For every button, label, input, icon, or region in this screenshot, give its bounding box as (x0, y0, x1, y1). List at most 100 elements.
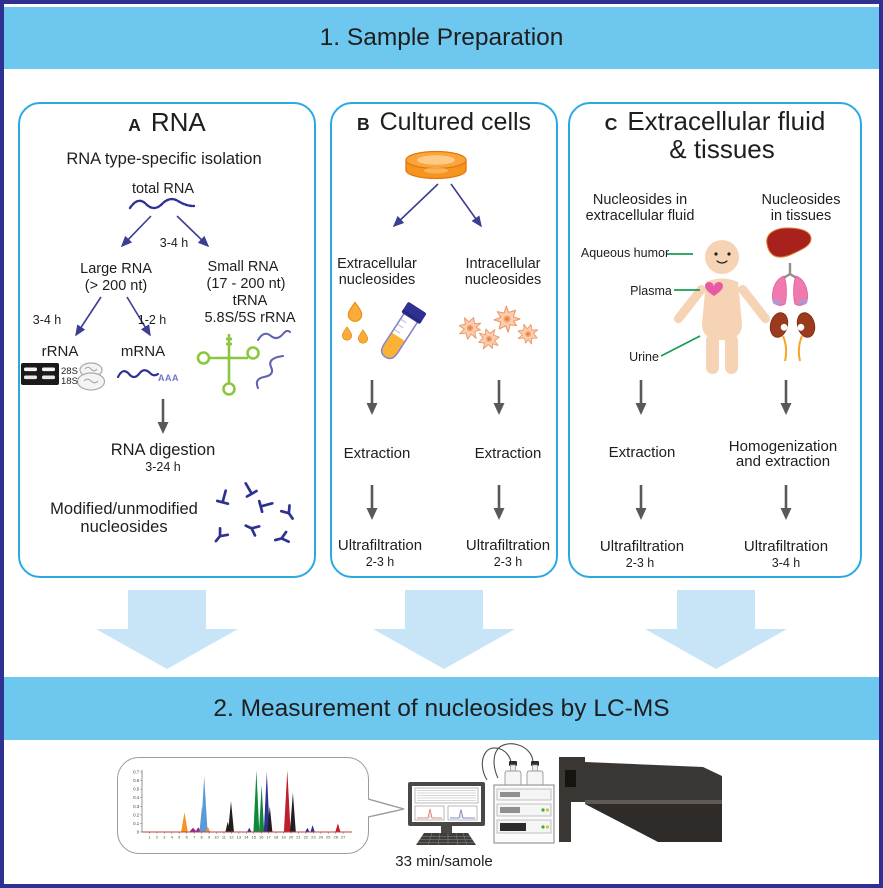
c-right-arrow-1 (779, 378, 793, 417)
svg-text:9: 9 (208, 835, 210, 840)
mrna-icon (116, 369, 160, 379)
svg-text:23: 23 (311, 835, 315, 840)
c-left-heading-2: extracellular fluid (585, 208, 695, 224)
svg-text:0.5: 0.5 (133, 787, 140, 792)
rrna-label: rRNA (41, 343, 79, 360)
polya-tail-label: AAA (158, 373, 179, 383)
bubble-pointer (367, 798, 405, 818)
mrna-time-label: 1-2 h (137, 313, 167, 327)
b-right-arrow-1 (492, 378, 506, 417)
c-left-arrow-2 (634, 483, 648, 522)
rna-digestion-label: RNA digestion (110, 441, 216, 459)
svg-text:8: 8 (201, 835, 203, 840)
extracellular-label-2: nucleosides (338, 272, 416, 288)
b-right-ultrafiltration: Ultrafiltration (465, 537, 551, 554)
mrna-label: mRNA (120, 343, 166, 360)
svg-text:0.1: 0.1 (133, 821, 140, 826)
panel-b-title-row: B Cultured cells (330, 108, 558, 137)
svg-text:14: 14 (244, 835, 249, 840)
computer-monitor-icon (408, 782, 485, 846)
c-left-extraction: Extraction (608, 444, 676, 461)
svg-text:0.7: 0.7 (133, 770, 140, 775)
down-arrow-digestion (156, 397, 170, 436)
intracellular-label-1: Intracellular (465, 256, 541, 272)
panel-a-letter: A (128, 115, 141, 135)
panel-a-title-row: A RNA (18, 107, 316, 138)
svg-text:0.4: 0.4 (133, 795, 140, 800)
svg-text:16: 16 (259, 835, 263, 840)
svg-text:15: 15 (252, 835, 256, 840)
total-rna-label: total RNA (131, 181, 195, 197)
panel-b-title: Cultured cells (379, 108, 532, 136)
rna-branch-arrows (75, 215, 210, 337)
section1-banner: 1. Sample Preparation (4, 7, 879, 69)
svg-text:21: 21 (296, 835, 300, 840)
c-left-arrow-1 (634, 378, 648, 417)
b-right-extraction: Extraction (474, 445, 542, 462)
small-rna-label: Small RNA (207, 259, 279, 275)
gel-28s-label: 28S (61, 366, 78, 377)
gel-18s-label: 18S (61, 376, 78, 387)
product-label-2: nucleosides (80, 518, 168, 536)
section2-title: 2. Measurement of nucleosides by LC-MS (213, 694, 670, 722)
mini-blue-peak (450, 809, 475, 819)
chromatogram-bubble (117, 757, 369, 854)
b-right-ultrafiltration-time: 2-3 h (493, 555, 523, 569)
urine-label: Urine (629, 350, 659, 364)
b-left-arrow-1 (365, 378, 379, 417)
svg-text:2: 2 (156, 835, 158, 840)
plasma-label: Plasma (630, 284, 672, 298)
svg-text:7: 7 (193, 835, 195, 840)
panel-b-cultured-cells (330, 102, 558, 578)
b-left-arrow-2 (365, 483, 379, 522)
droplets-icon (341, 301, 369, 344)
small-rna-squiggles-icon (255, 329, 292, 390)
keyboard-icon (416, 833, 476, 845)
section1-title: 1. Sample Preparation (319, 24, 564, 51)
large-rna-label: Large RNA (80, 261, 152, 277)
branch-time-label: 3-4 h (159, 236, 189, 250)
svg-text:6: 6 (186, 835, 188, 840)
svg-text:4: 4 (171, 835, 174, 840)
c-right-heading-2: in tissues (770, 208, 832, 224)
svg-text:0: 0 (137, 830, 140, 835)
hplc-icon (481, 743, 555, 844)
svg-text:0.2: 0.2 (133, 812, 140, 817)
c-right-ultrafiltration-time: 3-4 h (771, 556, 801, 570)
svg-text:24: 24 (319, 835, 324, 840)
svg-text:13: 13 (237, 835, 241, 840)
svg-text:10: 10 (214, 835, 219, 840)
svg-text:18: 18 (274, 835, 278, 840)
panel-c-extracellular (568, 102, 862, 578)
svg-text:3: 3 (163, 835, 165, 840)
digestion-time-label: 3-24 h (145, 460, 181, 474)
panel-b-letter: B (356, 114, 370, 134)
c-right-arrow-2 (779, 483, 793, 522)
svg-text:27: 27 (341, 835, 345, 840)
c-right-heading-1: Nucleosides (761, 192, 841, 208)
c-left-ultrafiltration-time: 2-3 h (625, 556, 655, 570)
c-homogenization-2: and extraction (735, 453, 831, 470)
panel-c-title-2: & tissues (669, 134, 775, 164)
mass-spectrometer-icon (559, 757, 722, 842)
flow-arrow-b (373, 590, 515, 669)
svg-text:5: 5 (178, 835, 180, 840)
b-left-ultrafiltration-time: 2-3 h (365, 555, 395, 569)
human-body-icon (673, 240, 771, 374)
trna-icon (196, 334, 260, 396)
svg-text:22: 22 (304, 835, 308, 840)
b-left-ultrafiltration: Ultrafiltration (337, 537, 423, 554)
liver-icon (766, 227, 812, 258)
svg-text:26: 26 (334, 835, 338, 840)
panel-a-rna (18, 102, 316, 578)
svg-text:20: 20 (289, 835, 294, 840)
lungs-icon (772, 263, 808, 306)
product-label-1: Modified/unmodified (50, 500, 198, 518)
c-homogenization-1: Homogenization (728, 438, 838, 455)
ribosome-icon (76, 362, 106, 391)
c-left-heading-1: Nucleosides in (592, 192, 688, 208)
c-right-ultrafiltration: Ultrafiltration (743, 538, 829, 555)
aqueous-humor-label: Aqueous humor (580, 246, 670, 260)
